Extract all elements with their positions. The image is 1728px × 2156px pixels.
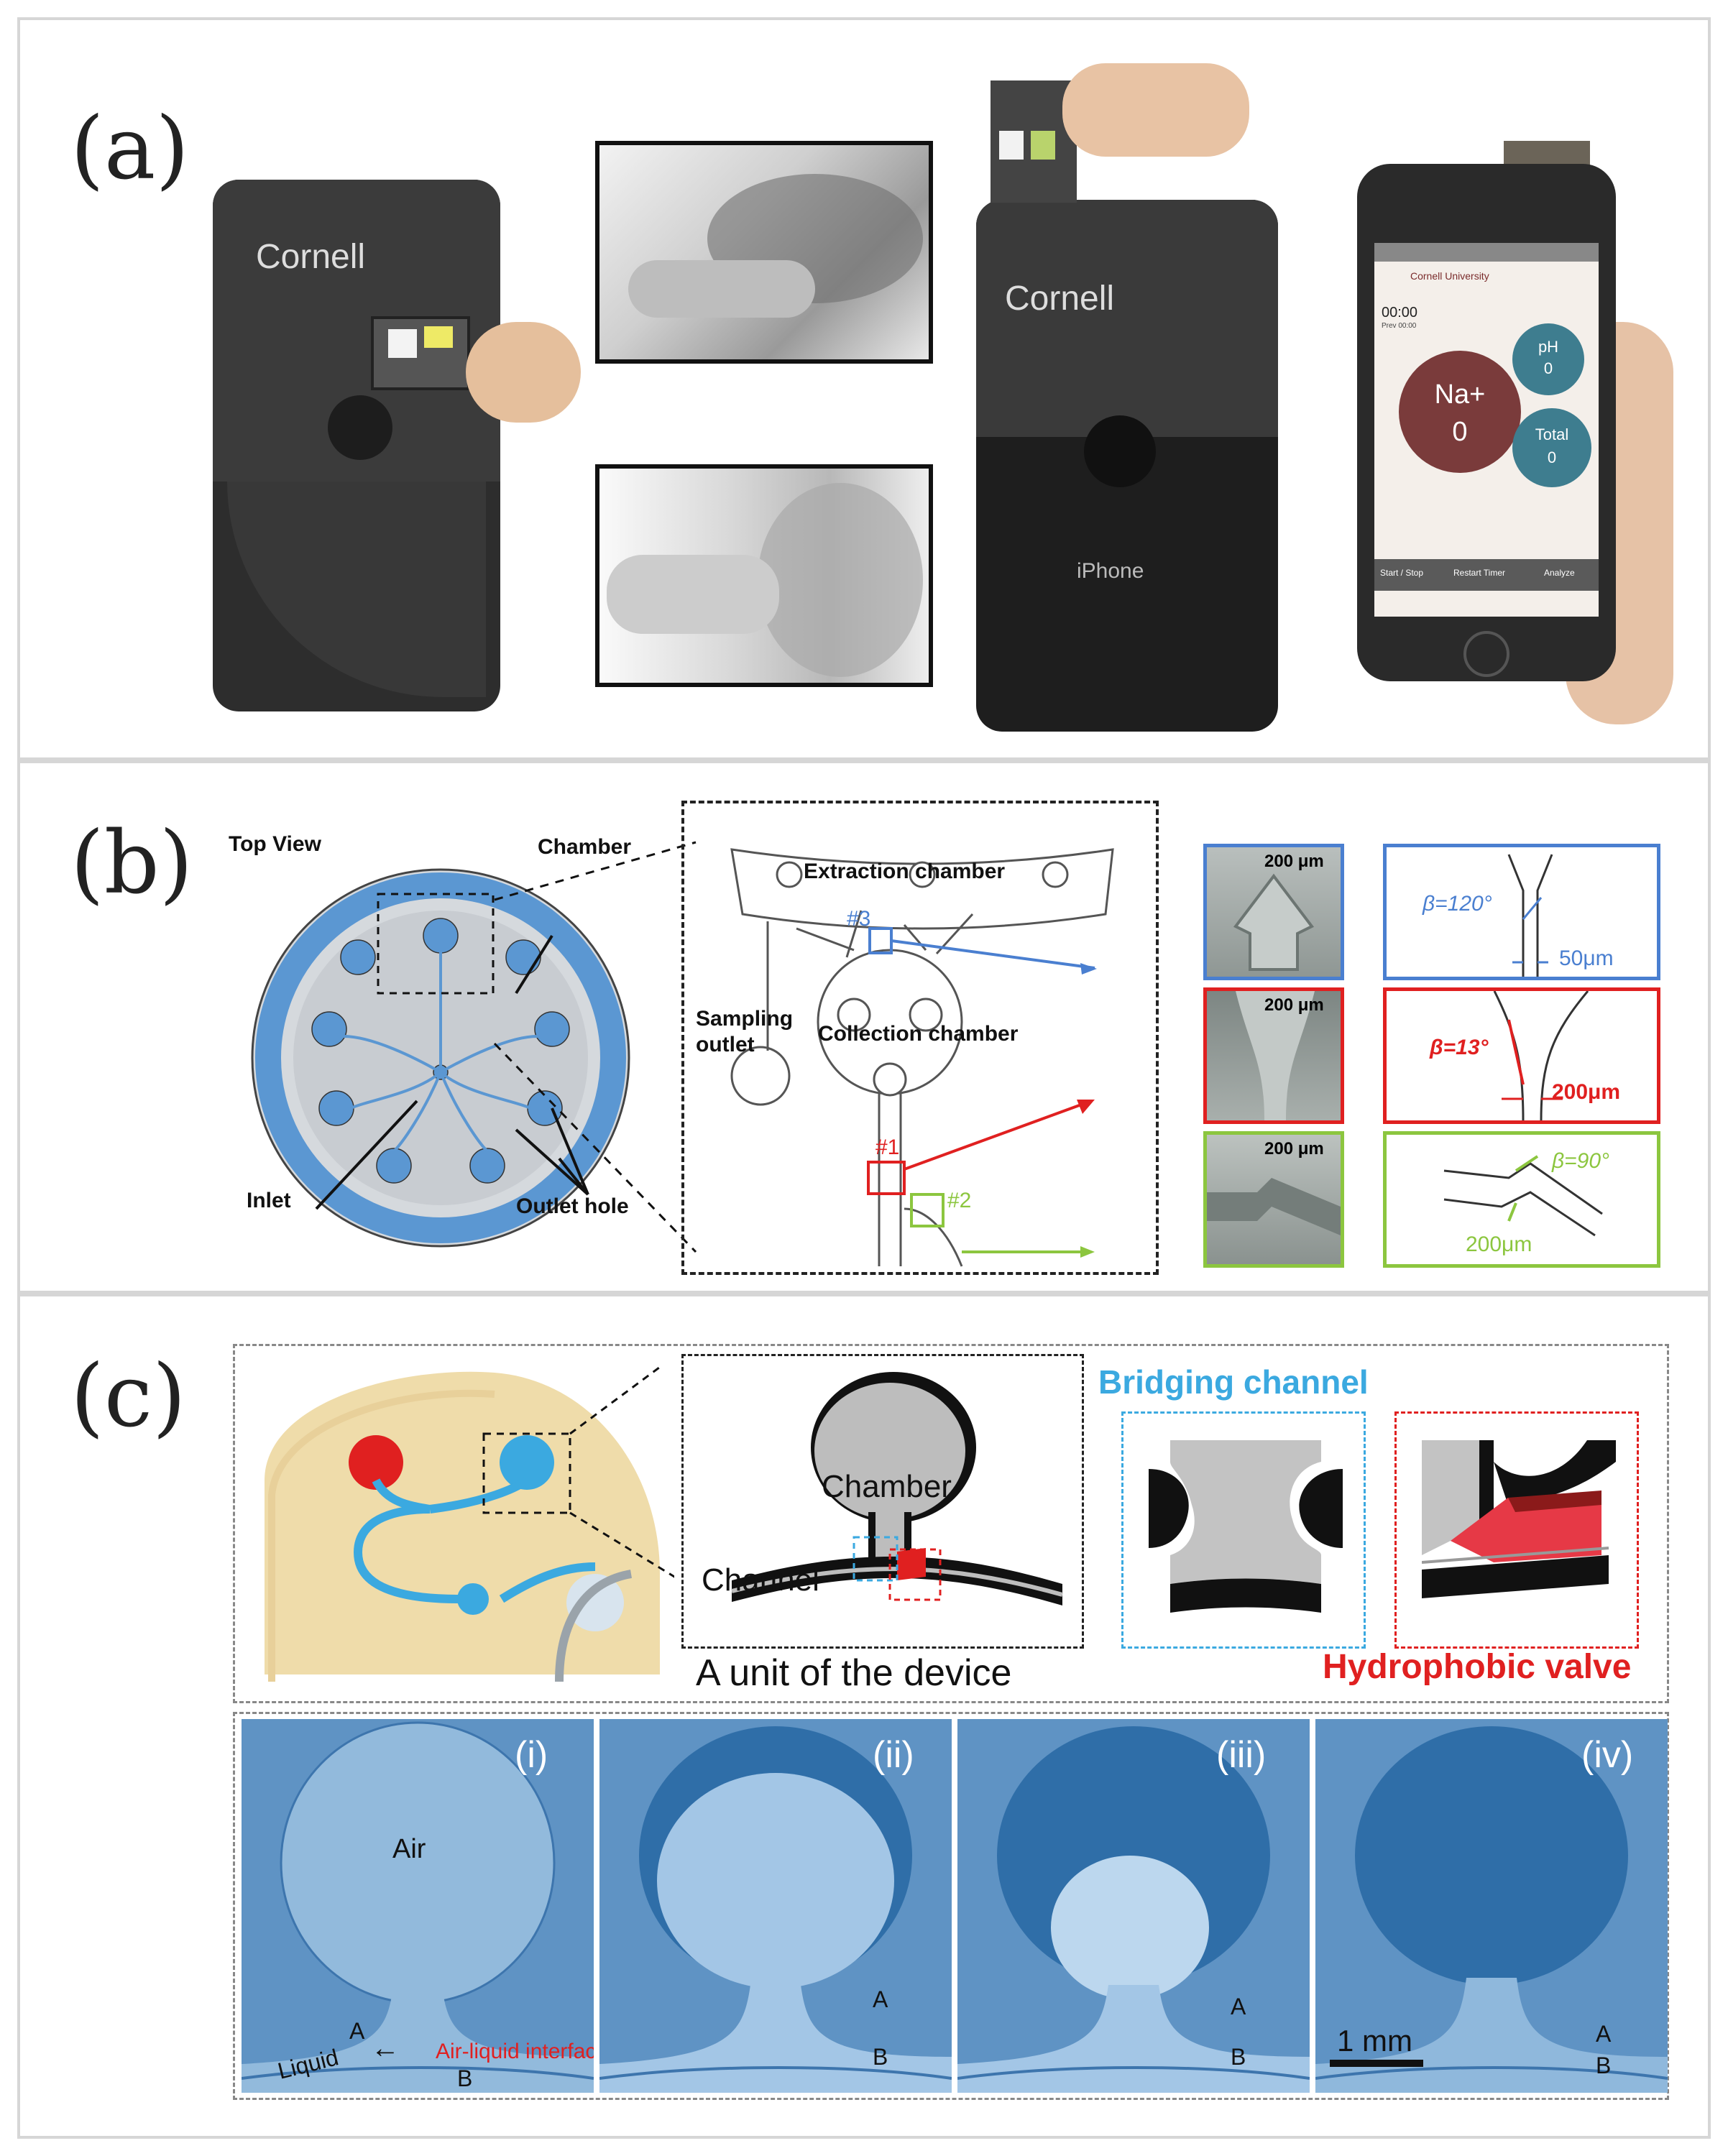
case-logo-1: Cornell	[256, 238, 366, 276]
panel-c: (c) Chamber Channel A unit of the device…	[17, 1294, 1711, 2139]
valve-diagram-green: β=90° 200μm	[1383, 1131, 1660, 1268]
point-a-iii: A	[1231, 1994, 1246, 2019]
unit-diagram	[731, 1372, 1063, 1606]
phone-screen: Cornell University 00:00 Prev 00:00 Na+ …	[1374, 243, 1599, 617]
valve-3-label: #3	[847, 907, 871, 931]
panel-a-label: (a)	[70, 99, 190, 199]
case-knob-2	[1084, 415, 1156, 487]
frame-ii-label: (ii)	[873, 1734, 914, 1776]
extraction-chamber-label: Extraction chamber	[804, 860, 1006, 883]
panel-b-label: (b)	[70, 814, 193, 913]
bridging-channel-box	[1121, 1411, 1366, 1649]
valve-2-label: #2	[947, 1189, 972, 1212]
collection-chamber-label: Collection chamber	[818, 1022, 1019, 1046]
green-width: 200μm	[1466, 1233, 1532, 1256]
frame-iii-label: (iii)	[1216, 1734, 1267, 1776]
app-timer: 00:00	[1382, 305, 1418, 321]
frame-ii: (ii) A B	[599, 1719, 952, 2093]
sem-image-2: 200 μm	[1203, 1131, 1344, 1268]
restart-timer-button[interactable]: Restart Timer	[1453, 568, 1506, 578]
zoom-schematic	[730, 848, 1114, 1267]
sem-scale-3: 200 μm	[1264, 852, 1324, 871]
frame-i: (i) Air A Liquid Air-liquid interface B …	[242, 1719, 594, 2093]
panel-c-bottom-frame	[233, 1712, 1669, 2100]
frame-iv-label: (iv)	[1581, 1734, 1634, 1776]
zoom-box	[681, 801, 1159, 1275]
frame-iii: (iii) A B	[957, 1719, 1310, 2093]
total-bubble: Total 0	[1512, 408, 1591, 487]
hydrophobic-valve-box	[1394, 1411, 1639, 1649]
point-b-iii: B	[1231, 2044, 1246, 2070]
outlet-hole-label: Outlet hole	[516, 1194, 629, 1218]
top-view-label: Top View	[229, 832, 321, 856]
point-b-i: B	[457, 2065, 473, 2091]
case-wheel	[227, 482, 486, 697]
sem-image-3: 200 μm	[1203, 844, 1344, 980]
top-view-diagram	[251, 868, 630, 1248]
air-label: Air	[392, 1834, 426, 1864]
red-width: 200μm	[1552, 1080, 1621, 1104]
iphone-app-photo: Cornell University 00:00 Prev 00:00 Na+ …	[1357, 164, 1616, 681]
frame-iv: (iv) 1 mm A B	[1315, 1719, 1668, 2093]
arrows-i: ←	[371, 2032, 400, 2064]
bridging-channel-title: Bridging channel	[1098, 1363, 1369, 1401]
valve-1-label: #1	[876, 1135, 900, 1159]
green-angle: β=90°	[1552, 1149, 1610, 1173]
red-angle: β=13°	[1430, 1036, 1489, 1059]
na-bubble: Na+ 0	[1399, 351, 1521, 473]
unit-zoom-box	[681, 1354, 1084, 1649]
case-knob	[328, 395, 392, 460]
finger-1	[466, 322, 581, 423]
zoom-connectors	[493, 841, 697, 1253]
scale-bar-label: 1 mm	[1337, 2024, 1412, 2058]
hydrophobic-valve-title: Hydrophobic valve	[1323, 1648, 1632, 1686]
app-header: Cornell University	[1410, 270, 1489, 282]
photo-forehead	[595, 141, 933, 364]
sampling-outlet-label: Sampling outlet	[696, 1007, 794, 1056]
blue-width: 50μm	[1559, 946, 1614, 970]
point-a-ii: A	[873, 1986, 888, 2012]
valve-diagram-red: β=13° 200μm	[1383, 987, 1660, 1124]
home-button	[1463, 631, 1509, 677]
point-a-i: A	[349, 2018, 365, 2044]
frame-i-label: (i)	[515, 1734, 548, 1776]
case-logo-2: Cornell	[1005, 280, 1115, 318]
panel-c-top-frame	[233, 1344, 1669, 1703]
analyze-button[interactable]: Analyze	[1544, 568, 1575, 578]
valve-diagram-blue: β=120° 50μm	[1383, 844, 1660, 980]
phone-case-photo-1: Cornell	[213, 180, 500, 711]
case-flap-2	[976, 200, 1278, 437]
app-timer-sub: Prev 00:00	[1382, 322, 1417, 330]
point-b-ii: B	[873, 2044, 888, 2070]
panel-c-label: (c)	[70, 1347, 186, 1447]
app-button-row: Start / Stop Restart Timer Analyze	[1374, 559, 1599, 591]
ph-bubble: pH 0	[1512, 323, 1584, 395]
channel-label: Channel	[702, 1562, 819, 1598]
hydrophobic-valve-diagram	[1422, 1440, 1616, 1598]
interface-label: Air-liquid interface	[436, 2040, 594, 2063]
point-a-iv: A	[1596, 2021, 1612, 2047]
chamber-label-b: Chamber	[538, 835, 632, 859]
sem-image-1: 200 μm	[1203, 987, 1344, 1124]
panel-a: (a) Cornell Cornell iPhone Hg	[17, 17, 1711, 760]
blue-angle: β=120°	[1423, 892, 1492, 916]
finger-2	[1062, 63, 1249, 157]
start-stop-button[interactable]: Start / Stop	[1380, 568, 1424, 578]
sem-scale-2: 200 μm	[1264, 1139, 1324, 1158]
panel-b: (b) Top View Chamber Inlet Outlet hole	[17, 760, 1711, 1294]
inlet-label: Inlet	[247, 1189, 291, 1212]
sensor-chip	[371, 316, 470, 390]
chamber-label-c: Chamber	[822, 1469, 952, 1504]
point-b-iv: B	[1596, 2053, 1612, 2078]
photo-saliva	[595, 464, 933, 687]
device-schematic	[265, 1365, 674, 1682]
phone-back-label: iPhone	[1077, 559, 1144, 583]
unit-caption: A unit of the device	[696, 1652, 1012, 1694]
phone-case-photo-2: Cornell iPhone	[976, 200, 1278, 732]
sem-scale-1: 200 μm	[1264, 995, 1324, 1015]
bridging-channel-diagram	[1149, 1440, 1343, 1613]
